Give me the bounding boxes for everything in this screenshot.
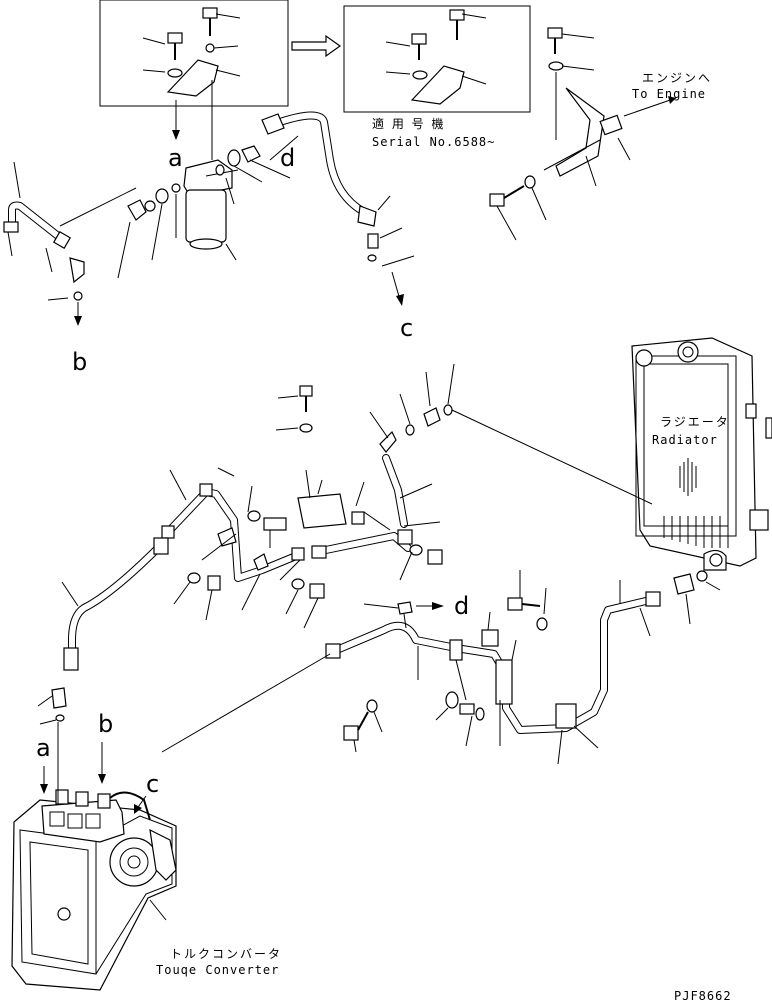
callout-d-lower: d — [454, 592, 469, 620]
control-valve-block — [41, 789, 125, 843]
engine-label-en: To Engine — [632, 87, 706, 101]
converter-label-en: Touqe Converter — [156, 963, 279, 977]
radiator-core-marks — [679, 458, 697, 496]
callout-a-upper: a — [168, 144, 183, 172]
upper-right-pipe — [261, 111, 415, 306]
drawing-code: PJF8662 — [674, 989, 732, 1003]
radiator-label-en: Radiator — [652, 433, 718, 447]
callout-b-upper: b — [72, 348, 87, 376]
engine-arrow — [623, 96, 677, 117]
inset-arrow — [291, 34, 342, 58]
callout-d-upper: d — [280, 144, 295, 172]
radiator-fins — [663, 516, 729, 548]
engine-label-jp: エンジンへ — [642, 71, 712, 85]
middle-pipe-assembly — [161, 467, 413, 611]
middle-bolts — [173, 485, 443, 629]
torque-converter-assembly — [11, 722, 177, 991]
inset-box-serial — [343, 5, 531, 113]
callout-a-lower: a — [36, 734, 51, 762]
callout-c-lower: c — [146, 770, 159, 798]
upper-left-pipe — [3, 161, 137, 326]
engine-bracket-assembly — [489, 27, 631, 241]
converter-label-jp: トルクコンバータ — [170, 947, 282, 961]
serial-number-label: Serial No.6588~ — [372, 135, 495, 149]
callout-b-lower: b — [98, 710, 113, 738]
callout-c-upper: c — [400, 314, 413, 342]
radiator-assembly — [631, 337, 772, 571]
middle-fittings — [275, 363, 455, 453]
serial-applicable-label: 適 用 号 機 — [372, 116, 445, 131]
oil-filter-assembly — [117, 80, 291, 279]
inset-box-standard — [99, 0, 289, 107]
radiator-label-jp: ラジエータ — [660, 415, 730, 429]
vertical-hose — [382, 454, 441, 528]
converter-feed-hose — [37, 537, 169, 725]
lower-bolts — [343, 570, 548, 753]
lower-pipe-assembly — [325, 570, 721, 765]
